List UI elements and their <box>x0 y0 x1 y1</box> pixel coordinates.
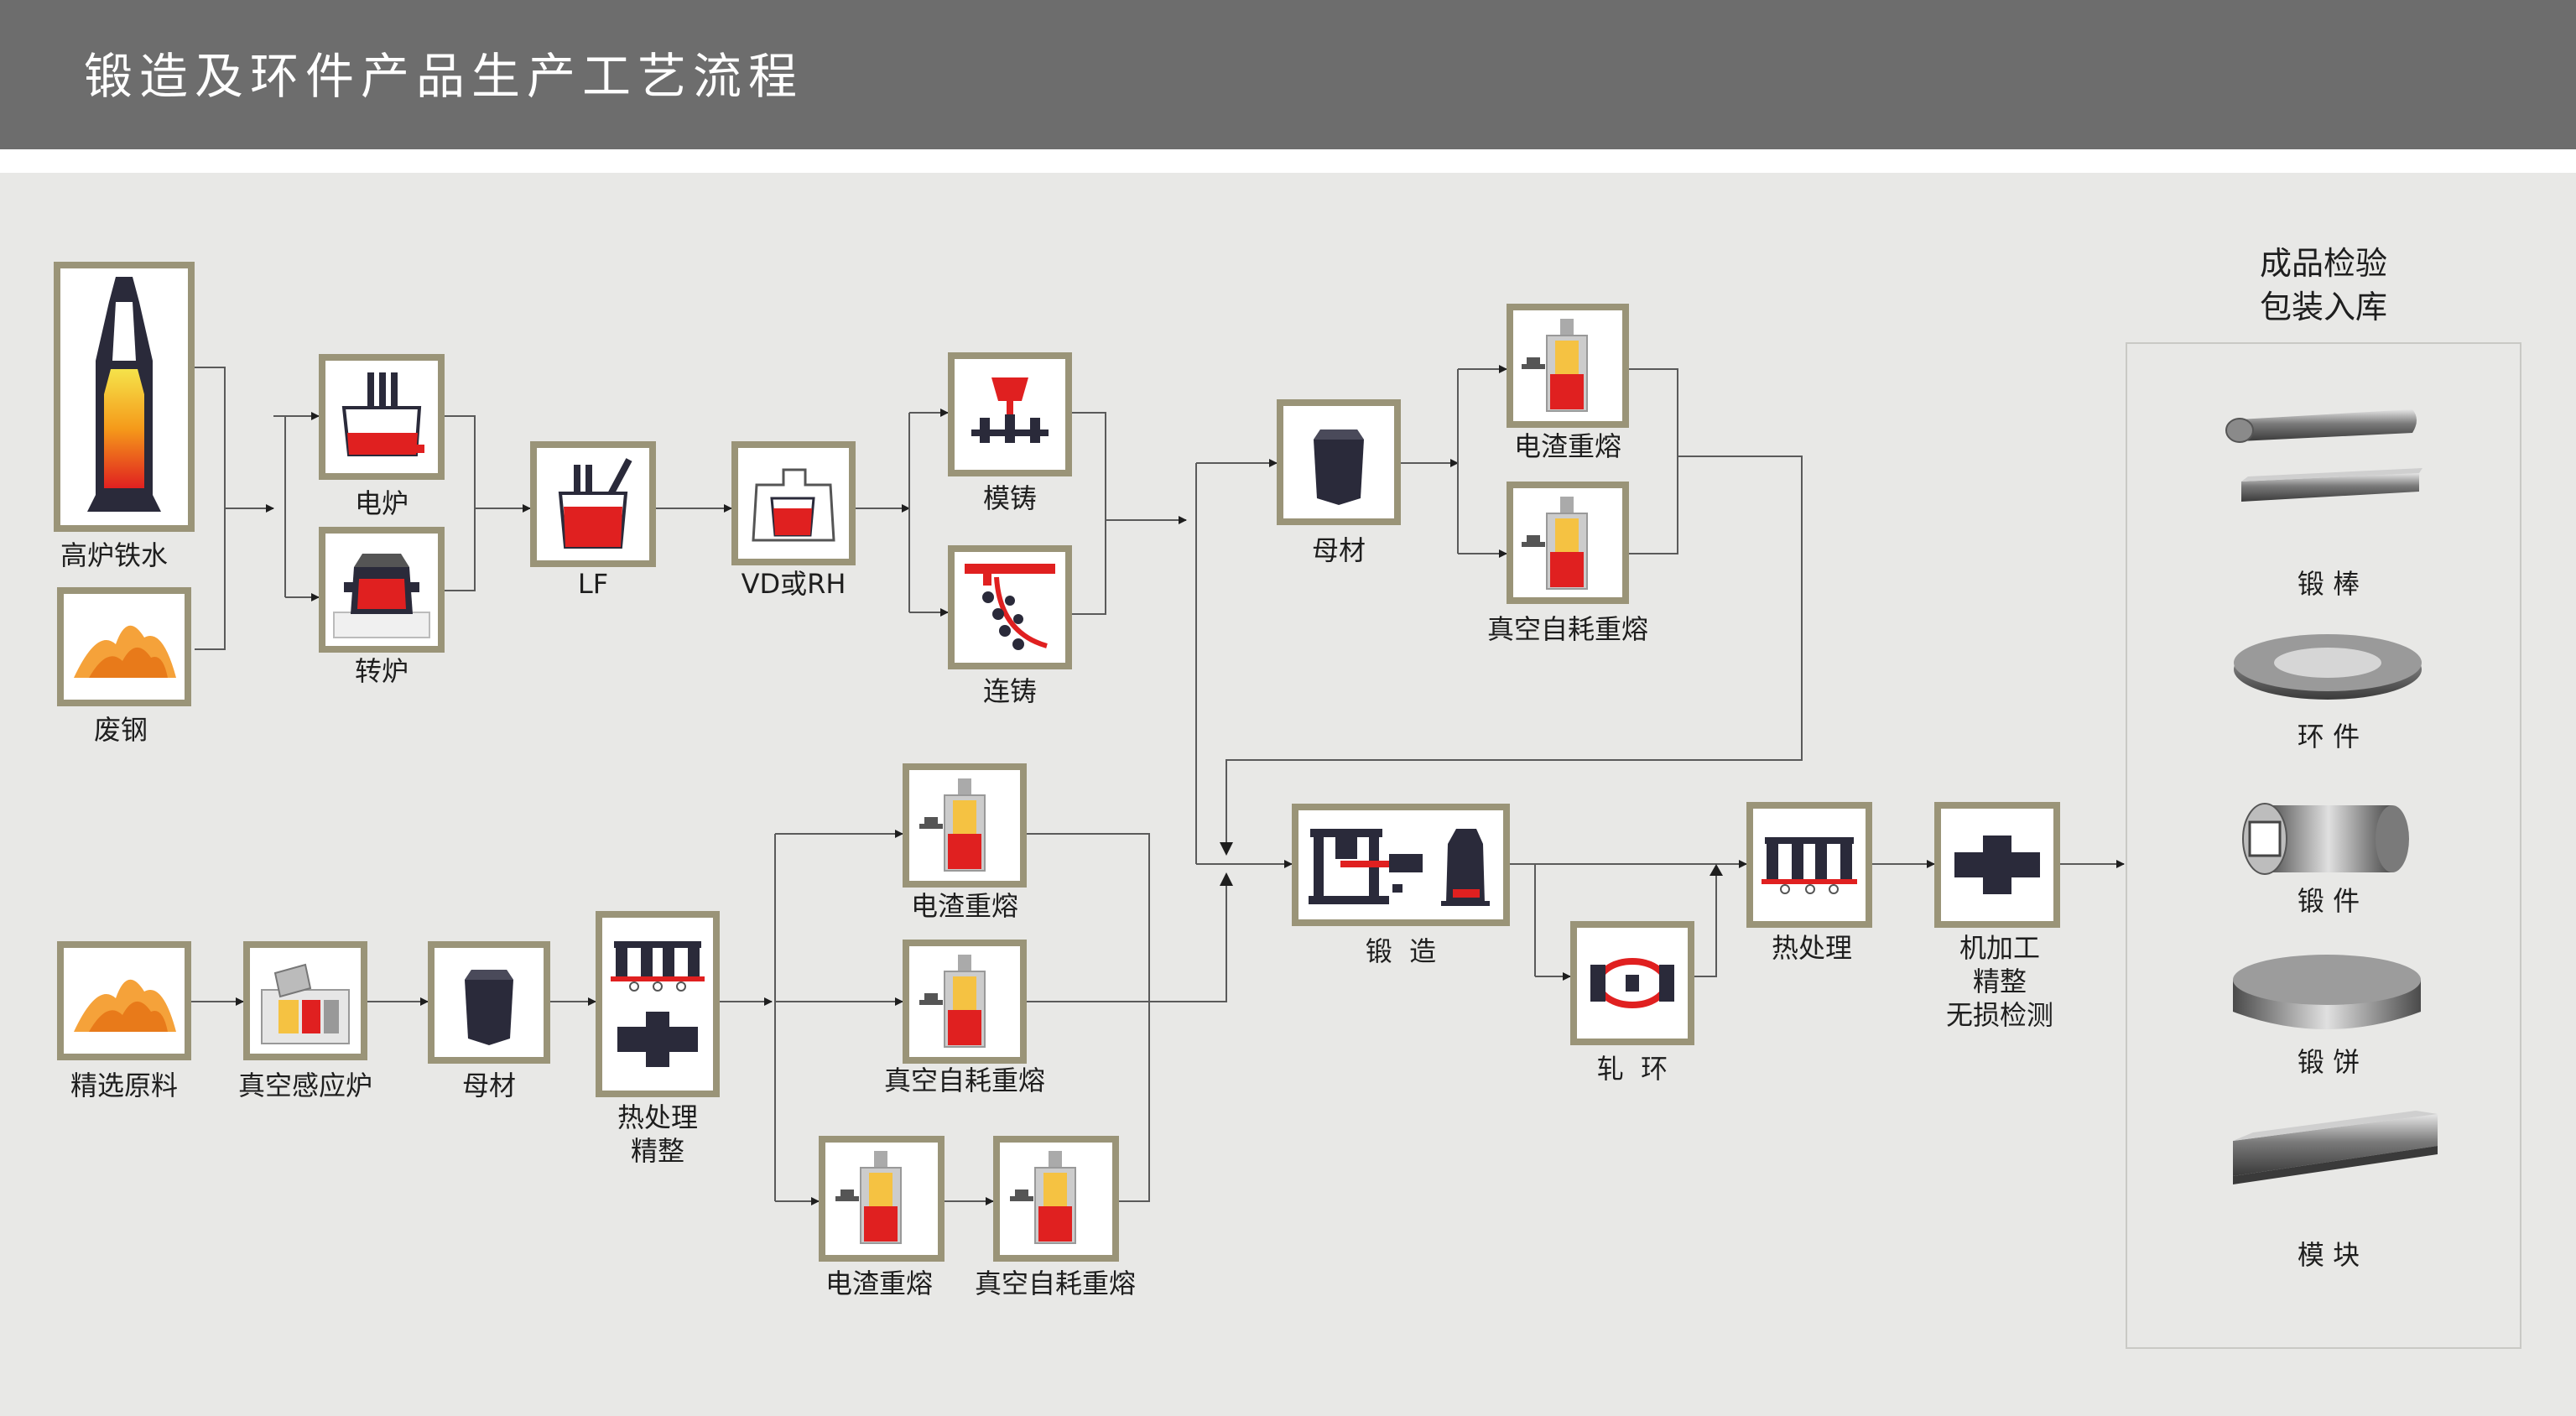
machining-icon <box>1954 836 2040 894</box>
blast-furnace-box <box>54 262 195 532</box>
heat-treat-finish-label: 热处理 精整 <box>617 1101 699 1167</box>
ingot-block-icon <box>1314 429 1364 505</box>
ring-rolling-icon <box>1590 958 1674 1008</box>
ingot-mold-icon <box>971 377 1049 443</box>
heat-treatment-label: 热处理 <box>1771 932 1853 964</box>
esr-bottom-box <box>819 1136 945 1262</box>
products-header: 成品检验 包装入库 <box>2259 245 2388 325</box>
raw-material-pile-icon <box>74 979 176 1032</box>
ingot-block-icon <box>465 970 513 1045</box>
forging-press-icon <box>1309 829 1490 906</box>
forged-bar-icon <box>2225 409 2422 502</box>
scrap-label: 废钢 <box>93 714 148 746</box>
ingot-casting-box <box>948 352 1072 476</box>
heat-treatment-furnace-icon <box>1762 837 1857 894</box>
continuous-casting-label: 连铸 <box>982 675 1038 707</box>
continuous-casting-box <box>948 545 1072 669</box>
esr-furnace-icon <box>919 778 986 872</box>
ladle-furnace-icon <box>558 458 632 549</box>
ring-rolling-box <box>1570 921 1694 1045</box>
esr-furnace-icon <box>1522 319 1588 412</box>
product-label-forging: 锻 件 <box>2297 885 2360 917</box>
forging-box <box>1292 804 1510 926</box>
continuous-caster-icon <box>965 564 1055 650</box>
scrap-box <box>57 587 191 706</box>
refined-raw-label: 精选原料 <box>70 1070 179 1101</box>
lf-box <box>530 441 656 567</box>
converter-icon <box>333 554 430 638</box>
base-material-bottom-label: 母材 <box>461 1070 517 1101</box>
electric-furnace-label: 电炉 <box>354 487 409 519</box>
esr-mid-label: 电渣重熔 <box>910 890 1019 922</box>
var-top-label: 真空自耗重熔 <box>1486 613 1649 645</box>
forged-disc-icon <box>2233 955 2421 1029</box>
vacuum-induction-furnace-icon <box>261 963 350 1044</box>
var-mid-label: 真空自耗重熔 <box>883 1065 1046 1096</box>
header-bar: 锻造及环件产品生产工艺流程 <box>0 0 2576 149</box>
product-label-bar: 锻 棒 <box>2297 568 2360 600</box>
heat-treat-finish-box <box>596 911 720 1097</box>
var-furnace-icon <box>1010 1151 1076 1244</box>
var-bottom-label: 真空自耗重熔 <box>974 1268 1137 1299</box>
heat-treat-finish-icon <box>611 941 705 1067</box>
esr-mid-box <box>903 763 1027 888</box>
esr-bottom-label: 电渣重熔 <box>825 1268 934 1299</box>
base-material-top-box <box>1277 399 1401 525</box>
esr-top-box <box>1507 304 1629 428</box>
var-bottom-box <box>993 1136 1119 1262</box>
esr-top-label: 电渣重熔 <box>1513 430 1622 462</box>
ingot-casting-label: 模铸 <box>982 482 1038 514</box>
vim-box <box>243 941 367 1060</box>
vd-rh-label: VD或RH <box>741 568 846 600</box>
base-material-top-label: 母材 <box>1311 534 1366 566</box>
electric-furnace-icon <box>341 372 424 456</box>
var-top-box <box>1507 482 1629 604</box>
blast-furnace-label: 高炉铁水 <box>60 539 169 571</box>
forging-label: 锻 造 <box>1365 935 1437 967</box>
converter-label: 转炉 <box>354 655 409 687</box>
var-furnace-icon <box>919 955 986 1048</box>
lf-label: LF <box>577 568 609 600</box>
forged-part-icon <box>2242 803 2409 875</box>
converter-box <box>319 527 445 653</box>
electric-furnace-box <box>319 354 445 480</box>
vacuum-degassing-icon <box>752 468 835 542</box>
base-material-bottom-box <box>428 941 550 1064</box>
machining-box <box>1934 802 2060 928</box>
product-label-ring: 环 件 <box>2297 721 2360 752</box>
var-mid-box <box>903 940 1027 1064</box>
ring-part-icon <box>2234 634 2422 700</box>
refined-raw-box <box>57 941 191 1060</box>
esr-furnace-icon <box>835 1151 902 1244</box>
var-furnace-icon <box>1522 497 1588 590</box>
ring-rolling-label: 轧 环 <box>1596 1053 1668 1085</box>
product-label-block: 模 块 <box>2297 1239 2360 1271</box>
machining-label: 机加工 精整 无损检测 <box>1945 932 2054 1031</box>
vd-rh-box <box>731 441 856 565</box>
scrap-pile-icon <box>74 625 176 678</box>
page-title: 锻造及环件产品生产工艺流程 <box>84 48 804 105</box>
heat-treatment-box <box>1746 802 1872 928</box>
blast-furnace-icon <box>87 277 161 512</box>
product-label-disc: 锻 饼 <box>2297 1046 2360 1078</box>
vim-label: 真空感应炉 <box>237 1070 373 1101</box>
forged-block-icon <box>2233 1111 2438 1184</box>
